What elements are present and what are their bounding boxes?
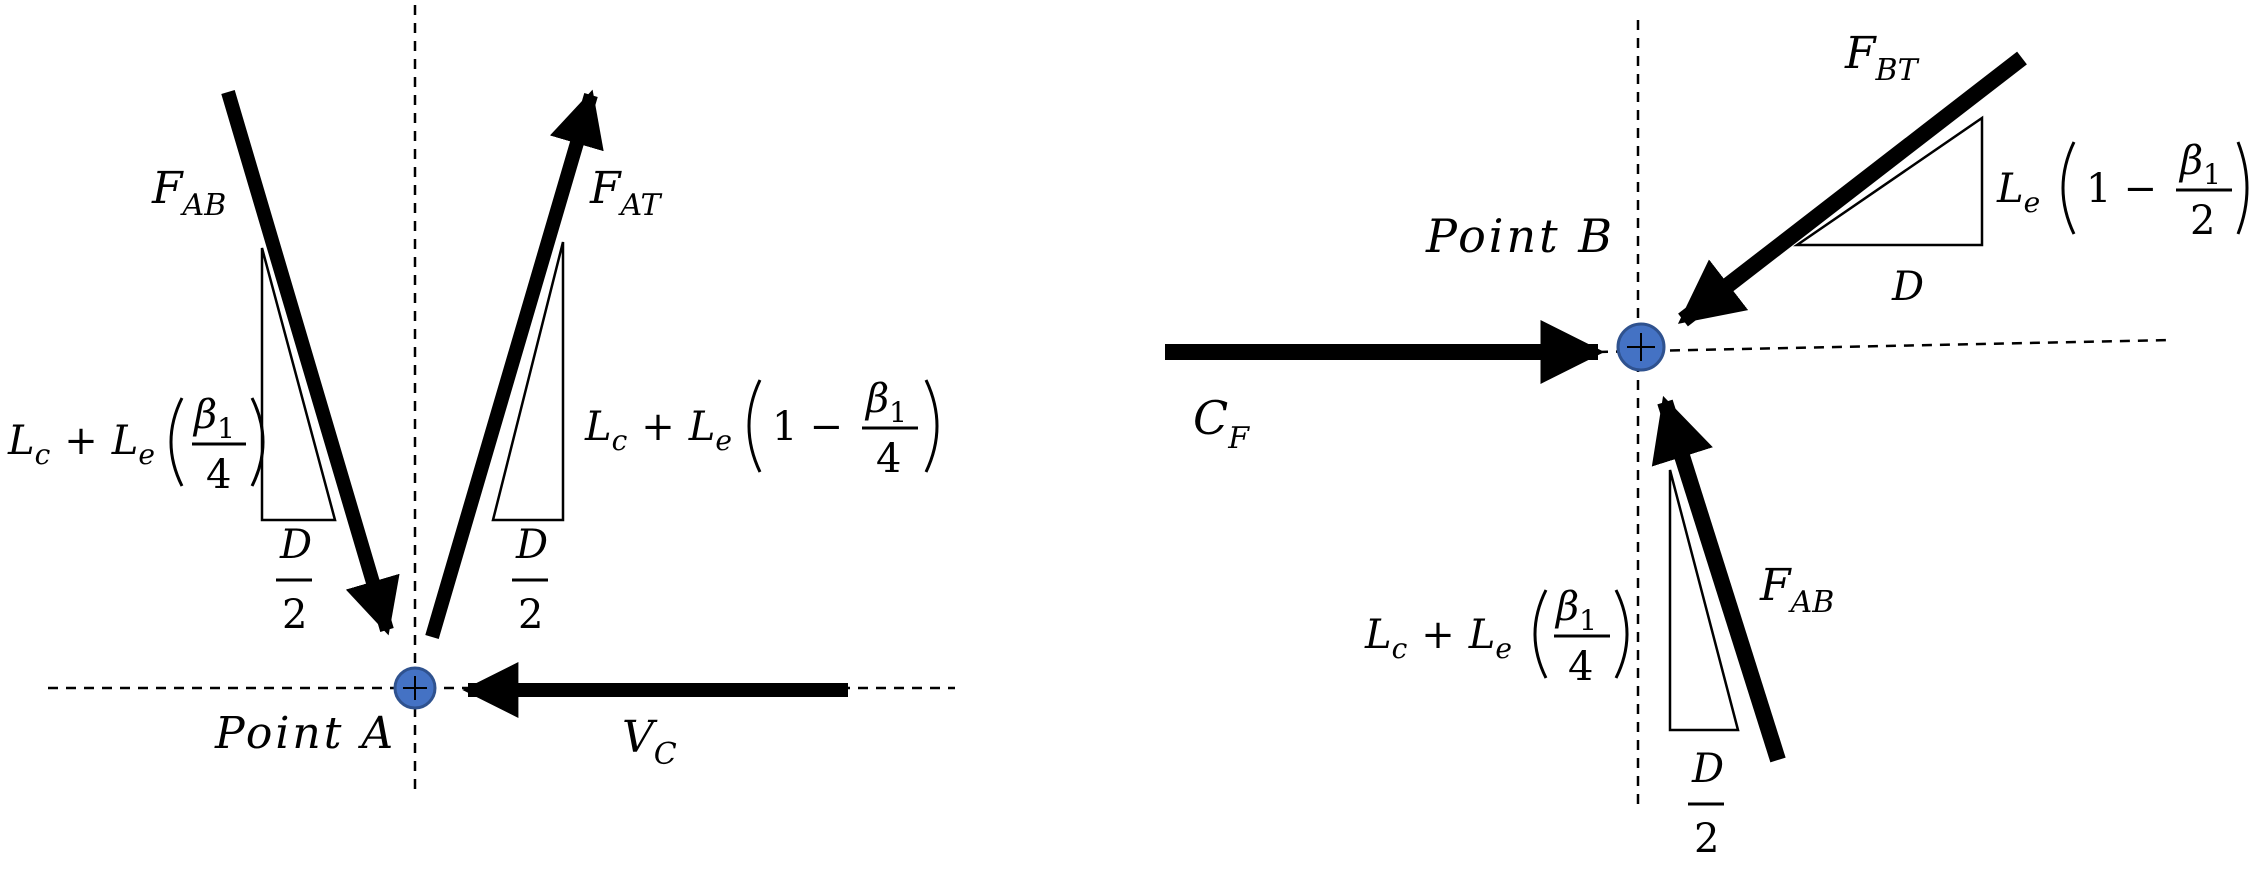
base-fraction-bottom-b: D 2 — [1688, 746, 1724, 862]
svg-text:D: D — [515, 522, 548, 568]
label-v-c: VC — [622, 712, 677, 772]
lever-expression-left-a: Lc+Le β1 4 — [7, 392, 265, 498]
svg-text:D: D — [279, 522, 312, 568]
base-top-b: D — [1891, 264, 1924, 310]
label-point-b: Point B — [1425, 209, 1615, 263]
arrow-f-bt — [1677, 51, 2027, 327]
diagram-point-b: Point B FBT CF FAB Le 1− β1 2 D Lc+Le β1… — [1165, 20, 2249, 862]
svg-text:1−: 1− — [2086, 166, 2157, 212]
svg-text:4: 4 — [206, 452, 231, 498]
svg-text:4: 4 — [1568, 644, 1593, 690]
lever-expression-top-b: Le 1− β1 2 — [1996, 138, 2249, 244]
svg-text:2: 2 — [2190, 198, 2215, 244]
triangle-right-a — [491, 241, 565, 522]
label-c-f: CF — [1193, 391, 1250, 456]
label-f-ab-left: FAB — [151, 163, 226, 223]
triangle-left-a — [260, 247, 337, 522]
arrow-f-ab-left — [221, 90, 400, 636]
svg-text:D: D — [1691, 746, 1724, 792]
svg-text:2: 2 — [1694, 816, 1719, 862]
base-fraction-right-a: D 2 — [512, 522, 548, 638]
svg-text:β1: β1 — [864, 376, 907, 429]
label-f-ab-right: FAB — [1759, 560, 1834, 620]
svg-text:2: 2 — [282, 592, 307, 638]
diagram-point-a: FAB FAT VC Point A Lc+Le β1 4 Lc+Le 1− β… — [7, 5, 955, 795]
label-f-bt: FBT — [1844, 28, 1920, 88]
svg-text:Le: Le — [1996, 166, 2040, 219]
svg-text:2: 2 — [518, 592, 543, 638]
svg-text:β1: β1 — [1554, 584, 1597, 637]
arrow-f-at — [425, 89, 604, 639]
base-fraction-left-a: D 2 — [276, 522, 312, 638]
arrow-f-ab-right — [1651, 395, 1786, 763]
triangle-bottom-b — [1668, 469, 1740, 732]
svg-text:4: 4 — [876, 436, 901, 482]
label-point-a: Point A — [214, 708, 396, 759]
horizontal-axis-b — [1597, 338, 2173, 354]
label-f-at: FAT — [589, 163, 663, 223]
svg-text:Lc+Le: Lc+Le — [7, 418, 155, 471]
svg-text:Lc+Le: Lc+Le — [584, 404, 732, 457]
svg-text:1−: 1− — [772, 404, 843, 450]
svg-text:β1: β1 — [2178, 138, 2221, 191]
lever-expression-bottom-b: Lc+Le β1 4 — [1364, 584, 1629, 690]
svg-text:β1: β1 — [192, 392, 235, 445]
lever-expression-right-a: Lc+Le 1− β1 4 — [584, 376, 939, 482]
svg-text:Lc+Le: Lc+Le — [1364, 612, 1512, 665]
triangle-top-b — [1792, 115, 1984, 247]
